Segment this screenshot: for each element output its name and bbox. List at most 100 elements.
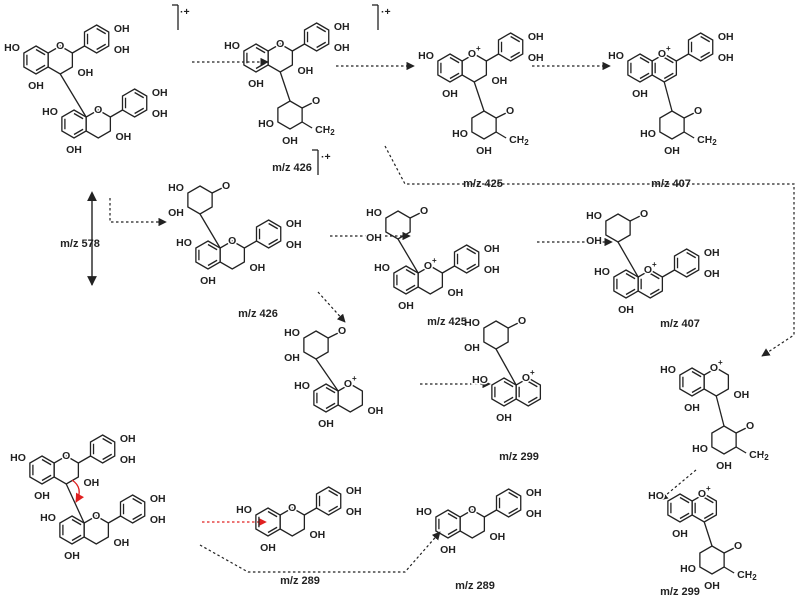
bond: [292, 43, 305, 52]
atom-label: OH: [704, 580, 720, 592]
label-mz-289-b: m/z 289: [455, 580, 495, 592]
carbonyl-bond: [735, 427, 747, 434]
double-bond: [405, 268, 416, 276]
molecules-layer: HOOHOOHOHOHHOOHOOHOHOH·+HOOHOOHOHOHOCH2H…: [3, 4, 771, 593]
interflavan-bond: [65, 483, 85, 524]
double-bond: [73, 128, 84, 136]
double-bond: [255, 62, 266, 70]
quinone-ring: [277, 100, 303, 130]
double-bond: [466, 247, 477, 255]
double-bond: [510, 35, 521, 43]
atom-label: CH2: [315, 124, 335, 137]
quinone-ring: [471, 110, 497, 140]
arrow-426-to-right-middle: [384, 145, 795, 357]
bond: [663, 81, 673, 112]
atom-label: HO: [594, 266, 610, 278]
bond: [304, 507, 317, 516]
atom-label: HO: [640, 128, 656, 140]
double-bond: [508, 507, 519, 515]
atom-label: OH: [489, 531, 505, 543]
radical-cation-mark: ·+: [321, 151, 331, 163]
atom-label: O: [222, 180, 230, 192]
atom-label: OH: [115, 131, 131, 143]
quinone-ring: [187, 185, 213, 215]
double-bond: [255, 46, 266, 54]
atom-label: OH: [398, 300, 414, 312]
carbonyl-bond: [723, 547, 735, 554]
double-bond: [405, 284, 416, 292]
methylene-bond: [495, 131, 507, 139]
atom-label: OH: [66, 144, 82, 156]
double-bond: [508, 491, 519, 499]
ring-oxygen: O: [56, 40, 64, 52]
double-bond: [102, 437, 113, 445]
atom-label: OH: [367, 405, 383, 417]
double-bond: [35, 48, 46, 56]
atom-label: O: [746, 420, 754, 432]
atom-label: O: [506, 105, 514, 117]
double-bond: [703, 512, 714, 520]
subscript: 2: [764, 453, 769, 462]
atom-label: HO: [374, 262, 390, 274]
double-bond: [134, 91, 145, 99]
double-bond: [503, 396, 514, 404]
double-bond: [663, 56, 674, 64]
methylidene-bond: [199, 213, 221, 249]
atom-charge: +: [530, 368, 535, 377]
atom-charge: +: [476, 44, 481, 53]
b-ring: [89, 434, 116, 464]
quinone-ring: [483, 320, 509, 350]
double-bond: [325, 402, 336, 410]
bond: [703, 521, 713, 547]
b-ring: [497, 32, 524, 62]
atom-label: HO: [10, 452, 26, 464]
atom-label: OH: [440, 544, 456, 556]
carbonyl-bond: [327, 332, 339, 339]
double-bond: [639, 56, 650, 64]
atom-label: O: [640, 208, 648, 220]
b-ring: [121, 88, 148, 118]
bond: [676, 53, 689, 62]
quinone-ring: [699, 545, 725, 575]
methylidene-bond: [315, 358, 339, 392]
atom-label: O: [312, 95, 320, 107]
ring-oxygen: O: [288, 502, 296, 514]
subscript: 2: [330, 128, 335, 137]
ring-oxygen: O: [228, 235, 236, 247]
carbonyl-bond: [629, 215, 641, 222]
label-mz-299-a: m/z 299: [499, 451, 539, 463]
quinone-ring: [303, 330, 329, 360]
double-bond: [649, 272, 660, 280]
double-bond: [447, 528, 458, 536]
b-ring: [255, 219, 282, 249]
double-bond: [96, 43, 107, 51]
atom-label: O: [734, 540, 742, 552]
double-bond: [132, 513, 143, 521]
double-bond: [325, 386, 336, 394]
atom-label: OH: [152, 108, 168, 120]
atom-label: OH: [28, 80, 44, 92]
double-bond: [267, 526, 278, 534]
atom-label: HO: [418, 50, 434, 62]
atom-charge: +: [352, 374, 357, 383]
double-bond: [328, 489, 339, 497]
label-mz-425-a: m/z 425: [463, 178, 503, 190]
atom-charge: +: [652, 260, 657, 269]
atom-label: OH: [114, 23, 130, 35]
radical-cation-mark: ·+: [180, 6, 190, 18]
label-mz-289-a: m/z 289: [280, 575, 320, 587]
atom-label: OH: [491, 75, 507, 87]
atom-label: HO: [608, 50, 624, 62]
bond: [279, 71, 291, 102]
label-mz-426-b: m/z 426: [238, 308, 278, 320]
atom-label: OH: [704, 247, 720, 259]
double-bond: [35, 64, 46, 72]
bond: [78, 455, 91, 464]
